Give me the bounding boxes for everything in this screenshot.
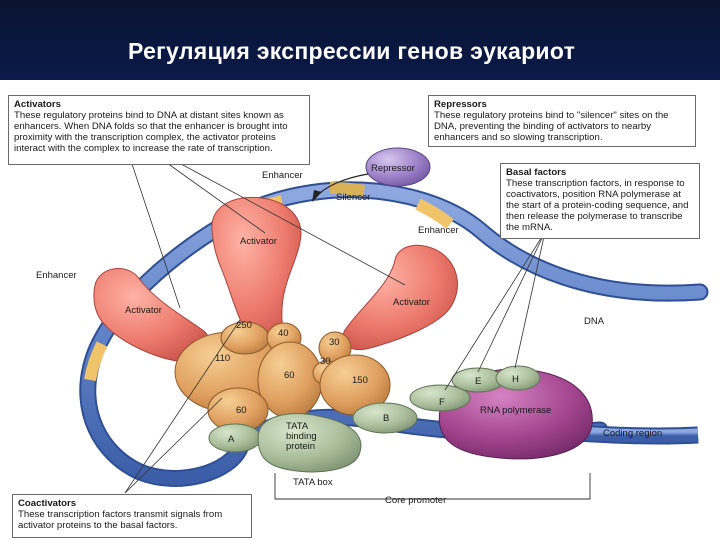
repressor: [312, 147, 431, 202]
basal-factor-a: [208, 423, 262, 453]
coactivator-complex: [174, 321, 391, 433]
subunit-f-label: F: [439, 397, 445, 408]
subunit-40-label: 40: [278, 328, 289, 339]
subunit-30b-label: 30: [320, 356, 331, 367]
repressor-arrowhead: [312, 190, 322, 202]
coactivators-text: These transcription factors transmit sig…: [18, 509, 223, 531]
tata-binding-protein-shape: [257, 413, 362, 473]
silencer-segment: [329, 182, 366, 197]
core-promoter-label: Core promoter: [385, 495, 446, 506]
enhancer-right-segment: [415, 198, 454, 229]
subunit-150-label: 150: [352, 375, 368, 386]
silencer-label: Silencer: [336, 192, 370, 203]
activators-heading: Activators: [14, 99, 61, 110]
rna-polymerase-label: RNA polymerase: [480, 405, 551, 416]
activator-center-label: Activator: [240, 236, 277, 247]
repressor-shape: [365, 147, 431, 187]
subunit-e-label: E: [475, 376, 481, 387]
gene-regulation-diagram: 250 40 30 30 110 60 150 60 A B E F H Enh…: [36, 147, 709, 506]
tata-binding-line-3: protein: [286, 441, 315, 452]
enhancer-left-segment: [84, 341, 108, 382]
basal-factor-f: [409, 384, 471, 412]
enhancer-left-label: Enhancer: [36, 270, 77, 281]
basal-factors-heading: Basal factors: [506, 167, 567, 178]
subunit-b-label: B: [383, 413, 389, 424]
tata-binding-line-2: binding: [286, 431, 317, 442]
enhancer-right-label: Enhancer: [418, 225, 459, 236]
activators-text: These regulatory proteins bind to DNA at…: [14, 110, 288, 154]
tata-binding-line-1: TATA: [286, 421, 309, 432]
activators-pointer-1: [129, 157, 181, 309]
basal-factors-text: These transcription factors, in response…: [506, 178, 689, 233]
coactivators-pointer-2: [124, 319, 241, 494]
basal-factors: [208, 365, 541, 473]
subunit-60a-label: 60: [284, 370, 295, 381]
basal-factors-box: Basal factors These transcription factor…: [500, 163, 700, 239]
activators-pointer-3: [169, 157, 406, 286]
enhancer-top-label: Enhancer: [262, 170, 303, 181]
subunit-250-label: 250: [236, 320, 252, 331]
coactivators-box: Coactivators These transcription factors…: [12, 494, 252, 538]
basal-pointer-1: [477, 231, 546, 373]
activators: [93, 196, 458, 363]
slide-title: Регуляция экспрессии генов эукариот: [128, 38, 576, 64]
core-promoter-bracket: [274, 473, 591, 500]
title-bar: Регуляция экспрессии генов эукариот: [0, 0, 720, 80]
subunit-110-label: 110: [215, 353, 230, 364]
basal-factor-h: [495, 365, 541, 391]
repressors-heading: Repressors: [434, 99, 487, 110]
subunit-h-label: H: [512, 374, 519, 385]
activator-right-label: Activator: [393, 297, 430, 308]
subunit-a-label: A: [228, 434, 235, 445]
activator-right-shape: [342, 244, 458, 350]
dna-label: DNA: [584, 316, 605, 327]
repressor-label: Repressor: [371, 163, 415, 174]
subunit-30a-label: 30: [329, 337, 340, 348]
activators-box: Activators These regulatory proteins bin…: [8, 95, 310, 165]
coactivators-heading: Coactivators: [18, 498, 77, 509]
subunit-60b-label: 60: [236, 405, 247, 416]
activators-pointer-2: [159, 157, 266, 234]
subunit-labels: 250 40 30 30 110 60 150 60 A B E F H: [215, 320, 519, 445]
basal-pointer-3: [444, 231, 546, 391]
tata-binding-label: TATA binding protein: [286, 421, 319, 452]
activator-left-label: Activator: [125, 305, 162, 316]
activator-center-shape: [211, 196, 302, 346]
coding-region-label: Coding region: [603, 428, 662, 439]
coactivators-pointer-1: [124, 397, 223, 494]
tata-box-label: TATA box: [293, 477, 333, 488]
pointer-lines: [124, 157, 546, 494]
structure-labels: Enhancer Enhancer Enhancer Silencer Repr…: [36, 163, 662, 506]
repressors-text: These regulatory proteins bind to "silen…: [434, 110, 669, 143]
basal-pointer-2: [514, 231, 546, 369]
repressors-box: Repressors These regulatory proteins bin…: [428, 95, 696, 147]
basal-factor-b: [352, 402, 418, 434]
